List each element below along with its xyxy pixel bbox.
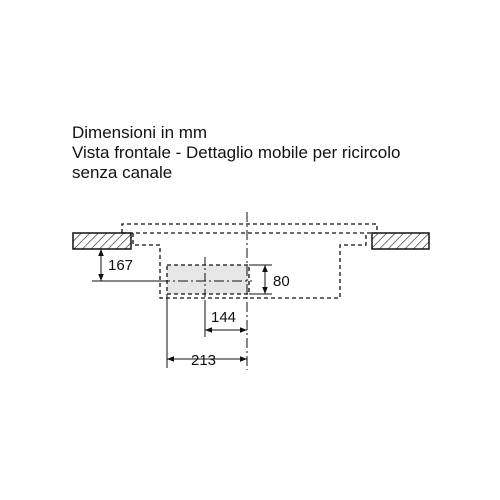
hob-outline — [121, 223, 378, 234]
caption-units: Dimensioni in mm — [72, 123, 208, 142]
caption-view-subtitle: senza canale — [72, 163, 173, 182]
dim-213-label: 213 — [191, 352, 216, 369]
dim-167-label: 167 — [108, 257, 133, 274]
drawing-caption: Dimensioni in mm Vista frontale - Dettag… — [72, 123, 401, 183]
recirculation-filter — [166, 264, 250, 295]
worktop-right — [371, 232, 430, 250]
dim-80-label: 80 — [273, 273, 290, 290]
dim-144-label: 144 — [211, 309, 236, 326]
caption-view-title: Vista frontale - Dettaglio mobile per ri… — [72, 143, 401, 162]
worktop-left — [72, 232, 132, 250]
hob-body-outline — [132, 233, 367, 299]
